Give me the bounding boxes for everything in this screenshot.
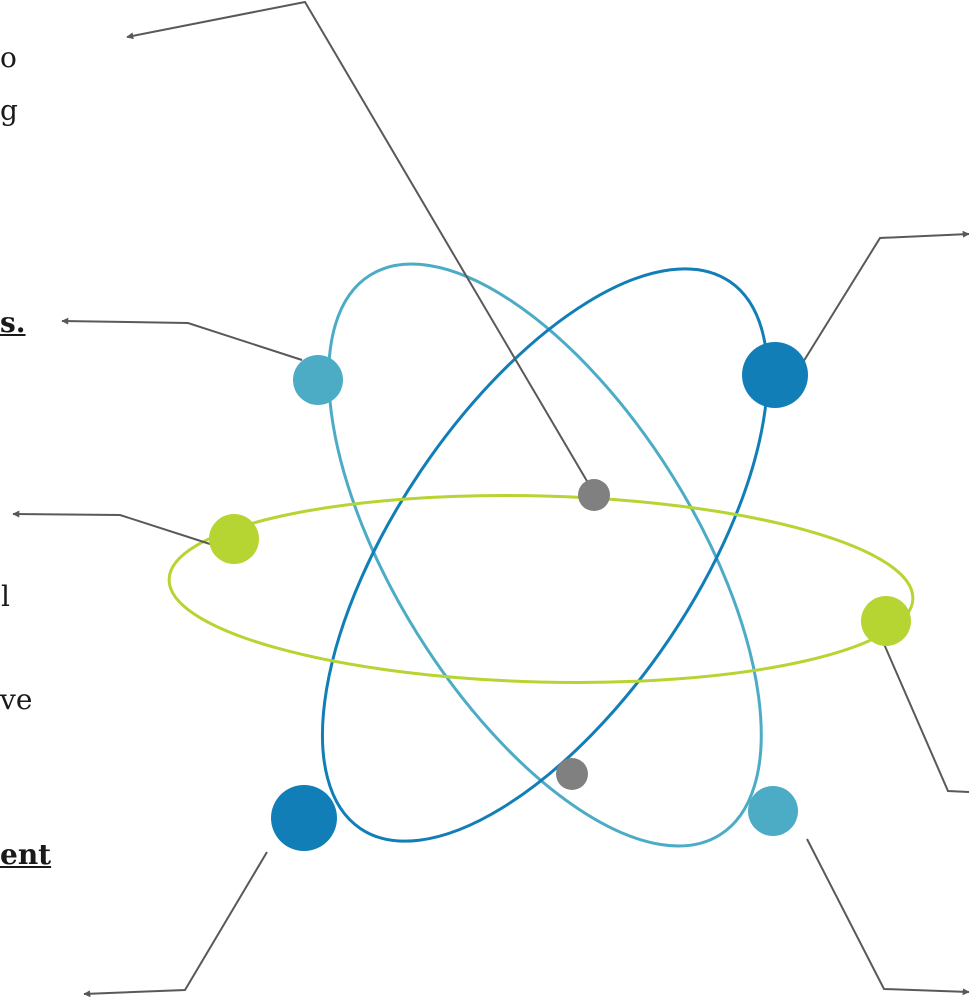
electron-dark-blue-bottom-left — [271, 785, 337, 851]
text-fragment-5: ve — [0, 683, 33, 716]
electron-light-blue-top-left — [293, 355, 343, 405]
callout-arrow-right-middle — [883, 643, 969, 793]
electron-light-blue-bottom-right — [748, 786, 798, 836]
callout-arrow-bottom-right — [806, 838, 969, 996]
text-fragment-1: o — [0, 41, 17, 74]
text-fragment-2: g — [0, 94, 18, 127]
callout-arrow-bottom-left — [83, 851, 268, 998]
electron-dark-blue-top-right — [742, 342, 808, 408]
callout-arrow-left-upper — [61, 317, 303, 361]
callout-arrow-top-left — [126, 0, 595, 494]
orbit-green — [167, 494, 915, 684]
nucleus-particle-bottom — [556, 758, 588, 790]
text-fragment-3: s. — [0, 306, 26, 339]
electron-green-left — [209, 514, 259, 564]
orbit-light-blue — [327, 262, 763, 848]
callout-arrow-left-middle — [12, 510, 211, 545]
electron-green-right — [861, 596, 911, 646]
text-fragment-4: l — [1, 580, 10, 613]
text-fragment-6: ent — [0, 838, 52, 871]
nucleus-particle-top — [578, 479, 610, 511]
orbit-dark-blue — [320, 267, 770, 843]
callout-arrow-top-right — [791, 230, 969, 381]
